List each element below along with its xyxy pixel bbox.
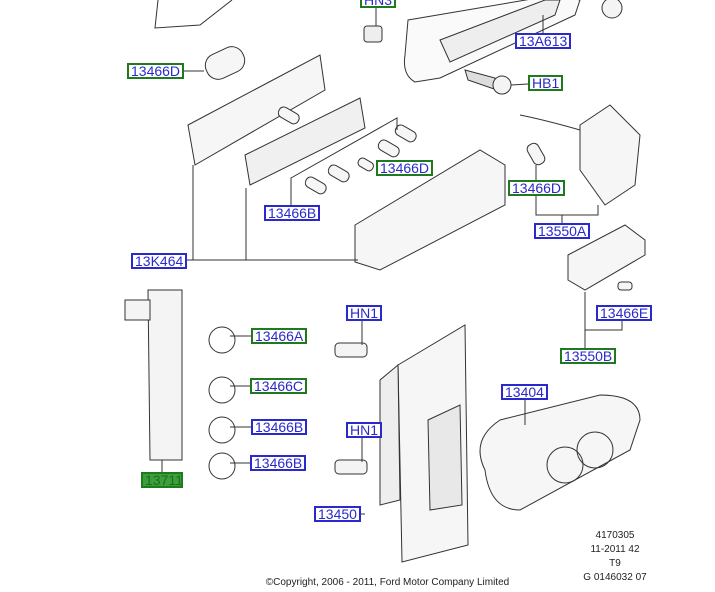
ref-line-4: G 0146032 07 [583, 572, 647, 583]
callout-13466c[interactable]: 13466C [250, 378, 308, 394]
callout-13711-highlighted[interactable]: 13711 [141, 472, 183, 488]
diagram-reference: 4170305 11-2011 42 T9 G 0146032 07 [575, 529, 655, 585]
callout-13466a[interactable]: 13466A [251, 328, 308, 344]
callout-13466b[interactable]: 13466B [250, 455, 307, 471]
copyright-notice: ©Copyright, 2006 - 2011, Ford Motor Comp… [265, 577, 510, 588]
side-lamp [579, 104, 641, 206]
callout-13466d[interactable]: 13466D [508, 180, 566, 196]
ref-line-2: 11-2011 42 [590, 544, 640, 555]
callout-13550b[interactable]: 13550B [560, 348, 617, 364]
bulb-13466d [204, 46, 246, 80]
callout-13466d[interactable]: 13466D [376, 160, 434, 176]
side-marker-lamp [567, 224, 646, 291]
callout-hn3[interactable]: HN3 [360, 0, 397, 8]
callout-13550a[interactable]: 13550A [534, 223, 591, 239]
ref-line-1: 4170305 [595, 530, 635, 541]
gasket [244, 97, 366, 186]
large-bulbs [208, 326, 236, 480]
lamp-lens-cluster [354, 149, 506, 271]
lamp-lens-upper [187, 54, 326, 166]
high-mount-lamp [404, 0, 581, 83]
clip-hn3 [363, 25, 383, 43]
callout-13466e[interactable]: 13466E [596, 305, 653, 321]
housing-fragment [154, 0, 233, 29]
callout-13450[interactable]: 13450 [314, 506, 361, 522]
callout-hb1[interactable]: HB1 [528, 75, 564, 91]
callout-13466b[interactable]: 13466B [264, 205, 321, 221]
callout-13k464[interactable]: 13K464 [131, 253, 188, 269]
screw-hb1 [464, 69, 512, 95]
callout-hn1[interactable]: HN1 [346, 305, 383, 321]
ref-line-3: T9 [609, 558, 621, 569]
small-bulbs [277, 106, 417, 195]
callout-13466b[interactable]: 13466B [251, 419, 308, 435]
callout-hn1[interactable]: HN1 [346, 422, 383, 438]
callout-13a613[interactable]: 13A613 [515, 33, 572, 49]
fog-lamp [479, 394, 641, 511]
callout-13466d[interactable]: 13466D [127, 63, 185, 79]
callout-13404[interactable]: 13404 [501, 384, 548, 400]
bulb-holder [147, 289, 183, 461]
bulb-holders-hn1 [334, 342, 368, 475]
